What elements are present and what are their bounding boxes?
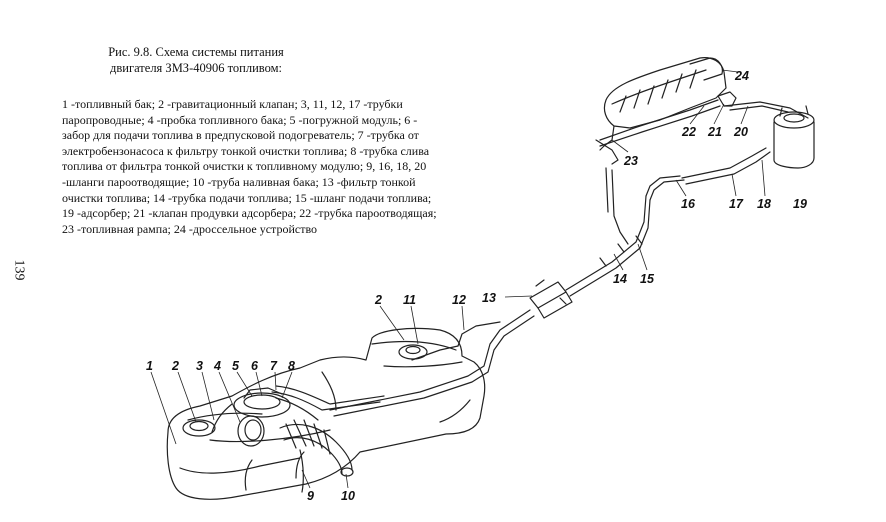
callout-13: 13 [482, 291, 496, 305]
filler-pipe [279, 419, 354, 477]
callout-2: 2 [171, 359, 179, 373]
callout-12: 12 [452, 293, 466, 307]
legend-line: -шланги пароотводящие; 10 -труба наливна… [62, 174, 416, 189]
callout-20: 20 [733, 125, 748, 139]
gravity-valve-right [398, 344, 428, 360]
legend-line: 19 -адсорбер; 21 -клапан продувки адсорб… [62, 206, 437, 221]
caption-line-1: Рис. 9.8. Схема системы питания [108, 45, 284, 59]
callout-11: 11 [403, 293, 416, 307]
legend-line: паропроводные; 4 -пробка топливного бака… [62, 112, 418, 127]
callout-3: 3 [196, 359, 203, 373]
intake-manifold [595, 57, 737, 165]
callout-8: 8 [288, 359, 295, 373]
legend-line: топлива от фильтра тонкой очистки к топл… [62, 159, 427, 174]
callout-24: 24 [734, 69, 749, 83]
fuel-supply-line [565, 167, 685, 297]
callout-labels: 1 2 3 4 5 6 7 8 9 10 2 11 12 13 14 15 16… [146, 69, 807, 503]
leader-lines [150, 69, 766, 489]
fuel-tank [166, 327, 486, 500]
caption-line-2: двигателя ЗМЗ-40906 топливом: [110, 61, 282, 75]
callout-5: 5 [232, 359, 240, 373]
vapor-hoses [681, 101, 809, 185]
callout-16: 16 [681, 197, 696, 211]
callout-2-right: 2 [374, 293, 382, 307]
legend-line: забор для подачи топлива в предпусковой … [62, 128, 419, 143]
callout-4: 4 [213, 359, 221, 373]
callout-7: 7 [270, 359, 278, 373]
callout-22: 22 [681, 125, 696, 139]
legend-line: 23 -топливная рампа; 24 -дроссельное уст… [62, 221, 318, 236]
figure-legend: 1 -топливный бак; 2 -гравитационный клап… [62, 97, 520, 237]
fuel-filter [529, 279, 573, 319]
callout-21: 21 [707, 125, 722, 139]
callout-1: 1 [146, 359, 153, 373]
legend-line: электробензонасоса к фильтру тонкой очис… [62, 143, 430, 158]
callout-17: 17 [729, 197, 744, 211]
callout-19: 19 [793, 197, 807, 211]
gravity-valve-left [182, 419, 216, 437]
callout-9: 9 [307, 489, 314, 503]
figure-caption: Рис. 9.8. Схема системы питания двигател… [76, 44, 316, 76]
legend-line: 1 -топливный бак; 2 -гравитационный клап… [62, 97, 403, 111]
callout-14: 14 [613, 272, 627, 286]
callout-18: 18 [757, 197, 771, 211]
legend-line: очистки топлива; 14 -трубка подачи топли… [62, 190, 432, 205]
fuel-lines [211, 309, 535, 493]
adsorber [773, 105, 815, 169]
callout-10: 10 [341, 489, 355, 503]
callout-15: 15 [640, 272, 655, 286]
callout-23: 23 [623, 154, 638, 168]
callout-6: 6 [251, 359, 259, 373]
